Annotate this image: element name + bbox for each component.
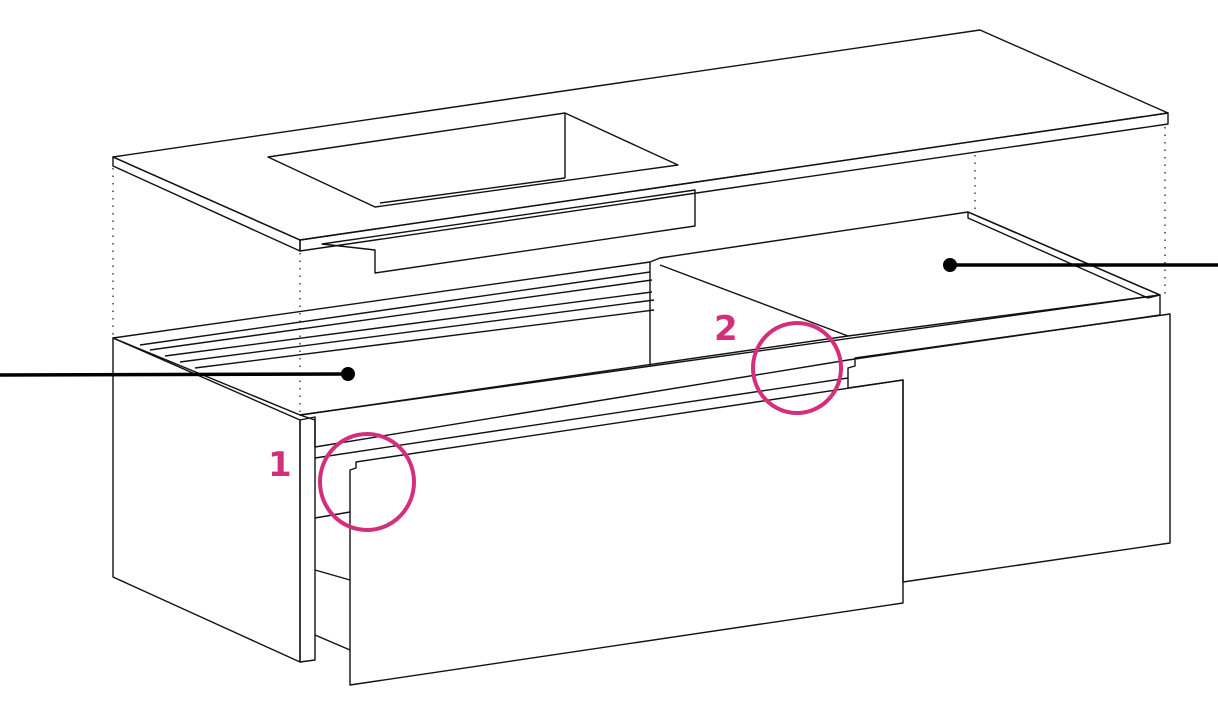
callout-2: 2 (714, 309, 843, 415)
front-rail (299, 294, 1161, 448)
leader-line-left (0, 367, 355, 381)
sink-opening (267, 112, 679, 208)
cabinet (112, 211, 1171, 686)
side-panel (112, 337, 301, 663)
drawer-front-left (349, 379, 904, 686)
callout-1: 1 (268, 432, 416, 532)
drawer-front-right (847, 313, 1171, 583)
callout-1-label: 1 (268, 445, 292, 485)
sink-basin (321, 189, 696, 274)
leader-line-right (943, 258, 1218, 272)
countertop (112, 29, 1169, 274)
callout-2-label: 2 (714, 309, 738, 349)
alignment-lines (112, 127, 1166, 415)
